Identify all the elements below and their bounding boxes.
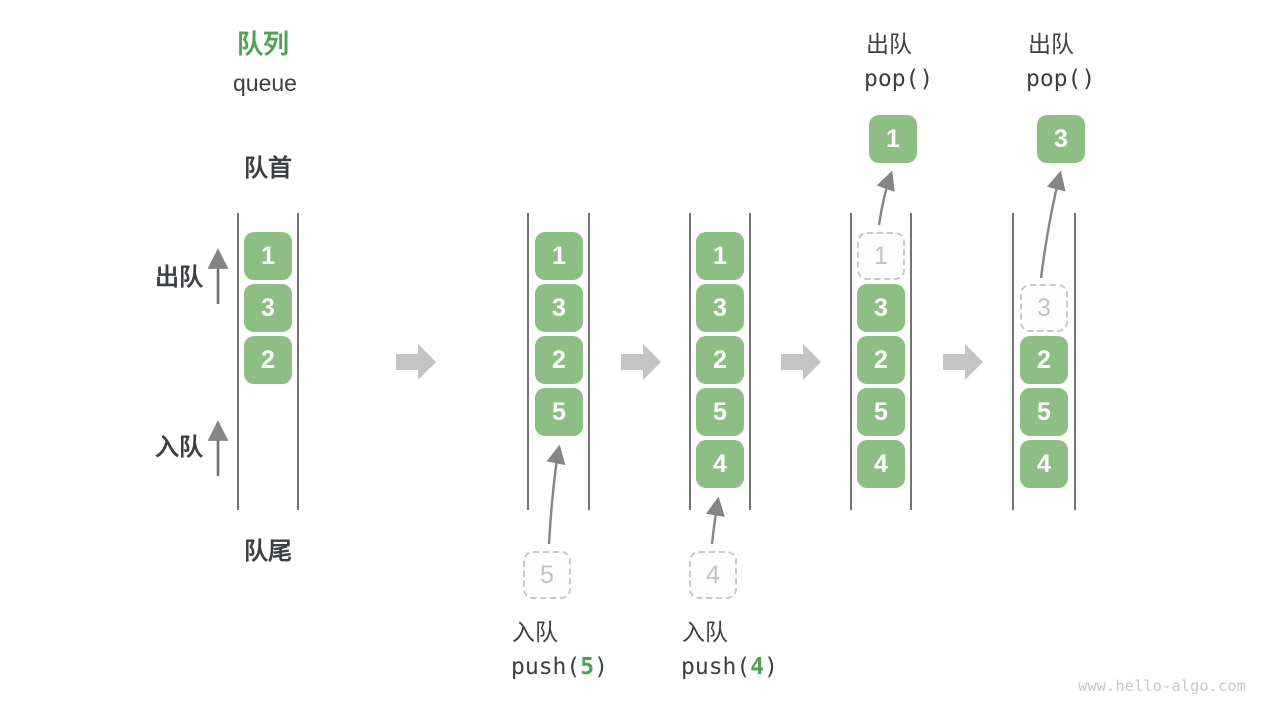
queue-cell: 1: [535, 232, 583, 280]
state-transition-arrow: [943, 344, 983, 380]
queue-cell: 3: [1020, 284, 1068, 332]
queue-cell: 4: [857, 440, 905, 488]
op-dequeue-3-code: pop(): [1026, 66, 1096, 92]
op-dequeue-1-code: pop(): [864, 66, 934, 92]
op-enqueue-4-label: 入队: [682, 619, 728, 645]
state-transition-arrow: [396, 344, 436, 380]
queue-cell: 2: [535, 336, 583, 384]
queue-cell: 2: [857, 336, 905, 384]
state-transition-arrow: [781, 344, 821, 380]
queue-cell: 4: [696, 440, 744, 488]
queue-cell: 5: [857, 388, 905, 436]
pop-3-arrow: [1039, 170, 1066, 279]
queue-cell: 3: [244, 284, 292, 332]
queue-cell: 1: [857, 232, 905, 280]
queue-walls: [237, 213, 1076, 510]
queue-cell: 2: [696, 336, 744, 384]
pop-1-arrow: [876, 170, 895, 226]
op-enqueue-5-code: push(5): [511, 654, 608, 680]
label-queue-front: 队首: [244, 155, 292, 182]
queue-cell: 4: [1020, 440, 1068, 488]
op-enqueue-5-label: 入队: [512, 619, 558, 645]
popped-cell: 3: [1037, 115, 1085, 163]
queue-cell: 5: [1020, 388, 1068, 436]
label-queue-rear: 队尾: [244, 538, 292, 565]
queue-cell: 1: [244, 232, 292, 280]
queue-cell: 5: [535, 388, 583, 436]
queue-cell: 5: [696, 388, 744, 436]
label-enqueue-side: 入队: [155, 434, 203, 461]
push-4-arrow: [705, 496, 725, 545]
op-enqueue-4-code: push(4): [681, 654, 778, 680]
diagram-title-en: queue: [233, 70, 297, 96]
staging-cell: 5: [523, 551, 571, 599]
staging-cell: 4: [689, 551, 737, 599]
op-dequeue-1-label: 出队: [866, 31, 912, 57]
watermark: www.hello-algo.com: [1078, 677, 1246, 695]
queue-cell: 2: [244, 336, 292, 384]
state-transition-arrow: [621, 344, 661, 380]
op-enqueue-4-arg: 4: [750, 654, 765, 680]
op-dequeue-3-label: 出队: [1028, 31, 1074, 57]
diagram-title-zh: 队列: [237, 29, 290, 59]
queue-cell: 3: [696, 284, 744, 332]
push-5-arrow: [546, 444, 566, 545]
popped-cell: 1: [869, 115, 917, 163]
queue-cell: 3: [857, 284, 905, 332]
label-dequeue-side: 出队: [155, 264, 203, 291]
op-enqueue-5-arg: 5: [580, 654, 595, 680]
queue-cell: 2: [1020, 336, 1068, 384]
queue-cell: 3: [535, 284, 583, 332]
queue-cell: 1: [696, 232, 744, 280]
